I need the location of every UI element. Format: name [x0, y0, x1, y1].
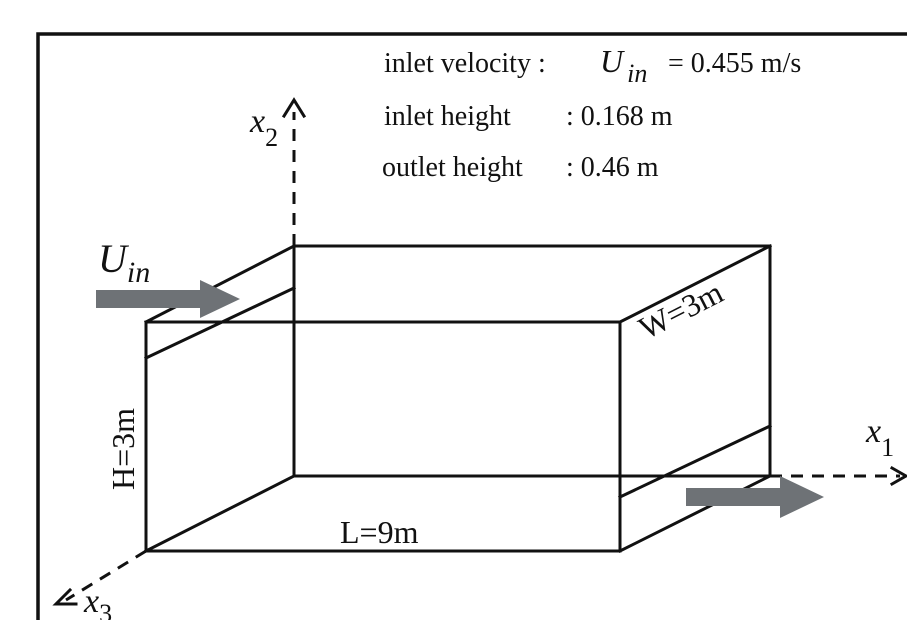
inlet-slot-line: [144, 286, 296, 360]
height-dimension-label: H=3m: [105, 408, 141, 490]
x3-axis-line: [65, 549, 147, 602]
x3-axis-label: x3: [83, 583, 112, 620]
length-dimension-label: L=9m: [340, 514, 419, 550]
outlet-height-value: : 0.46 m: [566, 152, 659, 183]
inlet-flow-arrow: [96, 280, 240, 318]
box-edge-bottom-left: [143, 473, 297, 554]
x1-axis-label: x1: [865, 413, 894, 462]
inlet-velocity-value: = 0.455 m/s: [668, 48, 801, 79]
inlet-velocity-label: inlet velocity :: [384, 48, 546, 79]
frame-border: [36, 32, 907, 620]
width-dimension-label: W=3m: [633, 274, 729, 347]
box-edge-top-left: [143, 243, 297, 325]
inlet-velocity-symbol-sub: in: [627, 59, 647, 88]
box-edge-top-right: [617, 243, 773, 325]
x2-axis-arrowhead: [281, 97, 307, 119]
inlet-height-value: : 0.168 m: [566, 101, 673, 132]
x1-axis-arrowhead: [889, 465, 907, 487]
inlet-velocity-symbol-label: Uin: [98, 236, 150, 289]
inlet-height-label: inlet height: [384, 101, 511, 132]
outlet-height-label: outlet height: [382, 152, 523, 183]
x3-axis-arrowhead: [52, 587, 78, 606]
outlet-flow-arrow: [686, 476, 824, 518]
outlet-slot-line: [618, 424, 772, 499]
x2-axis-label: x2: [249, 103, 278, 152]
